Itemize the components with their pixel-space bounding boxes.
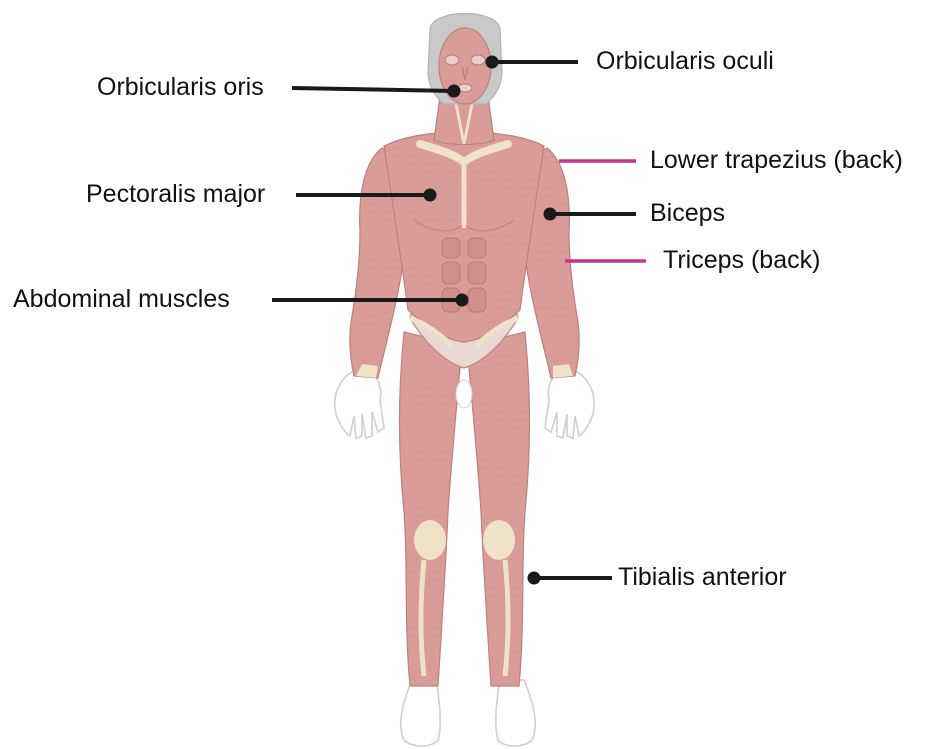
label-tibialis-anterior: Tibialis anterior [618,565,787,590]
label-pectoralis-major: Pectoralis major [86,182,265,207]
right-foot [496,680,535,746]
left-leg [400,332,463,686]
leader-tibialis-anterior [528,572,613,585]
label-biceps: Biceps [650,201,725,226]
torso [384,132,544,346]
label-orbicularis-oculi: Orbicularis oculi [596,49,774,74]
label-orbicularis-oris: Orbicularis oris [97,75,264,100]
right-hand [545,372,594,438]
label-lower-trapezius: Lower trapezius (back) [650,148,903,173]
label-triceps: Triceps (back) [663,248,820,273]
right-leg [467,332,530,686]
left-foot [401,680,440,746]
left-hand [335,372,384,438]
label-abdominal-muscles: Abdominal muscles [13,287,230,312]
body-figure [335,14,594,747]
